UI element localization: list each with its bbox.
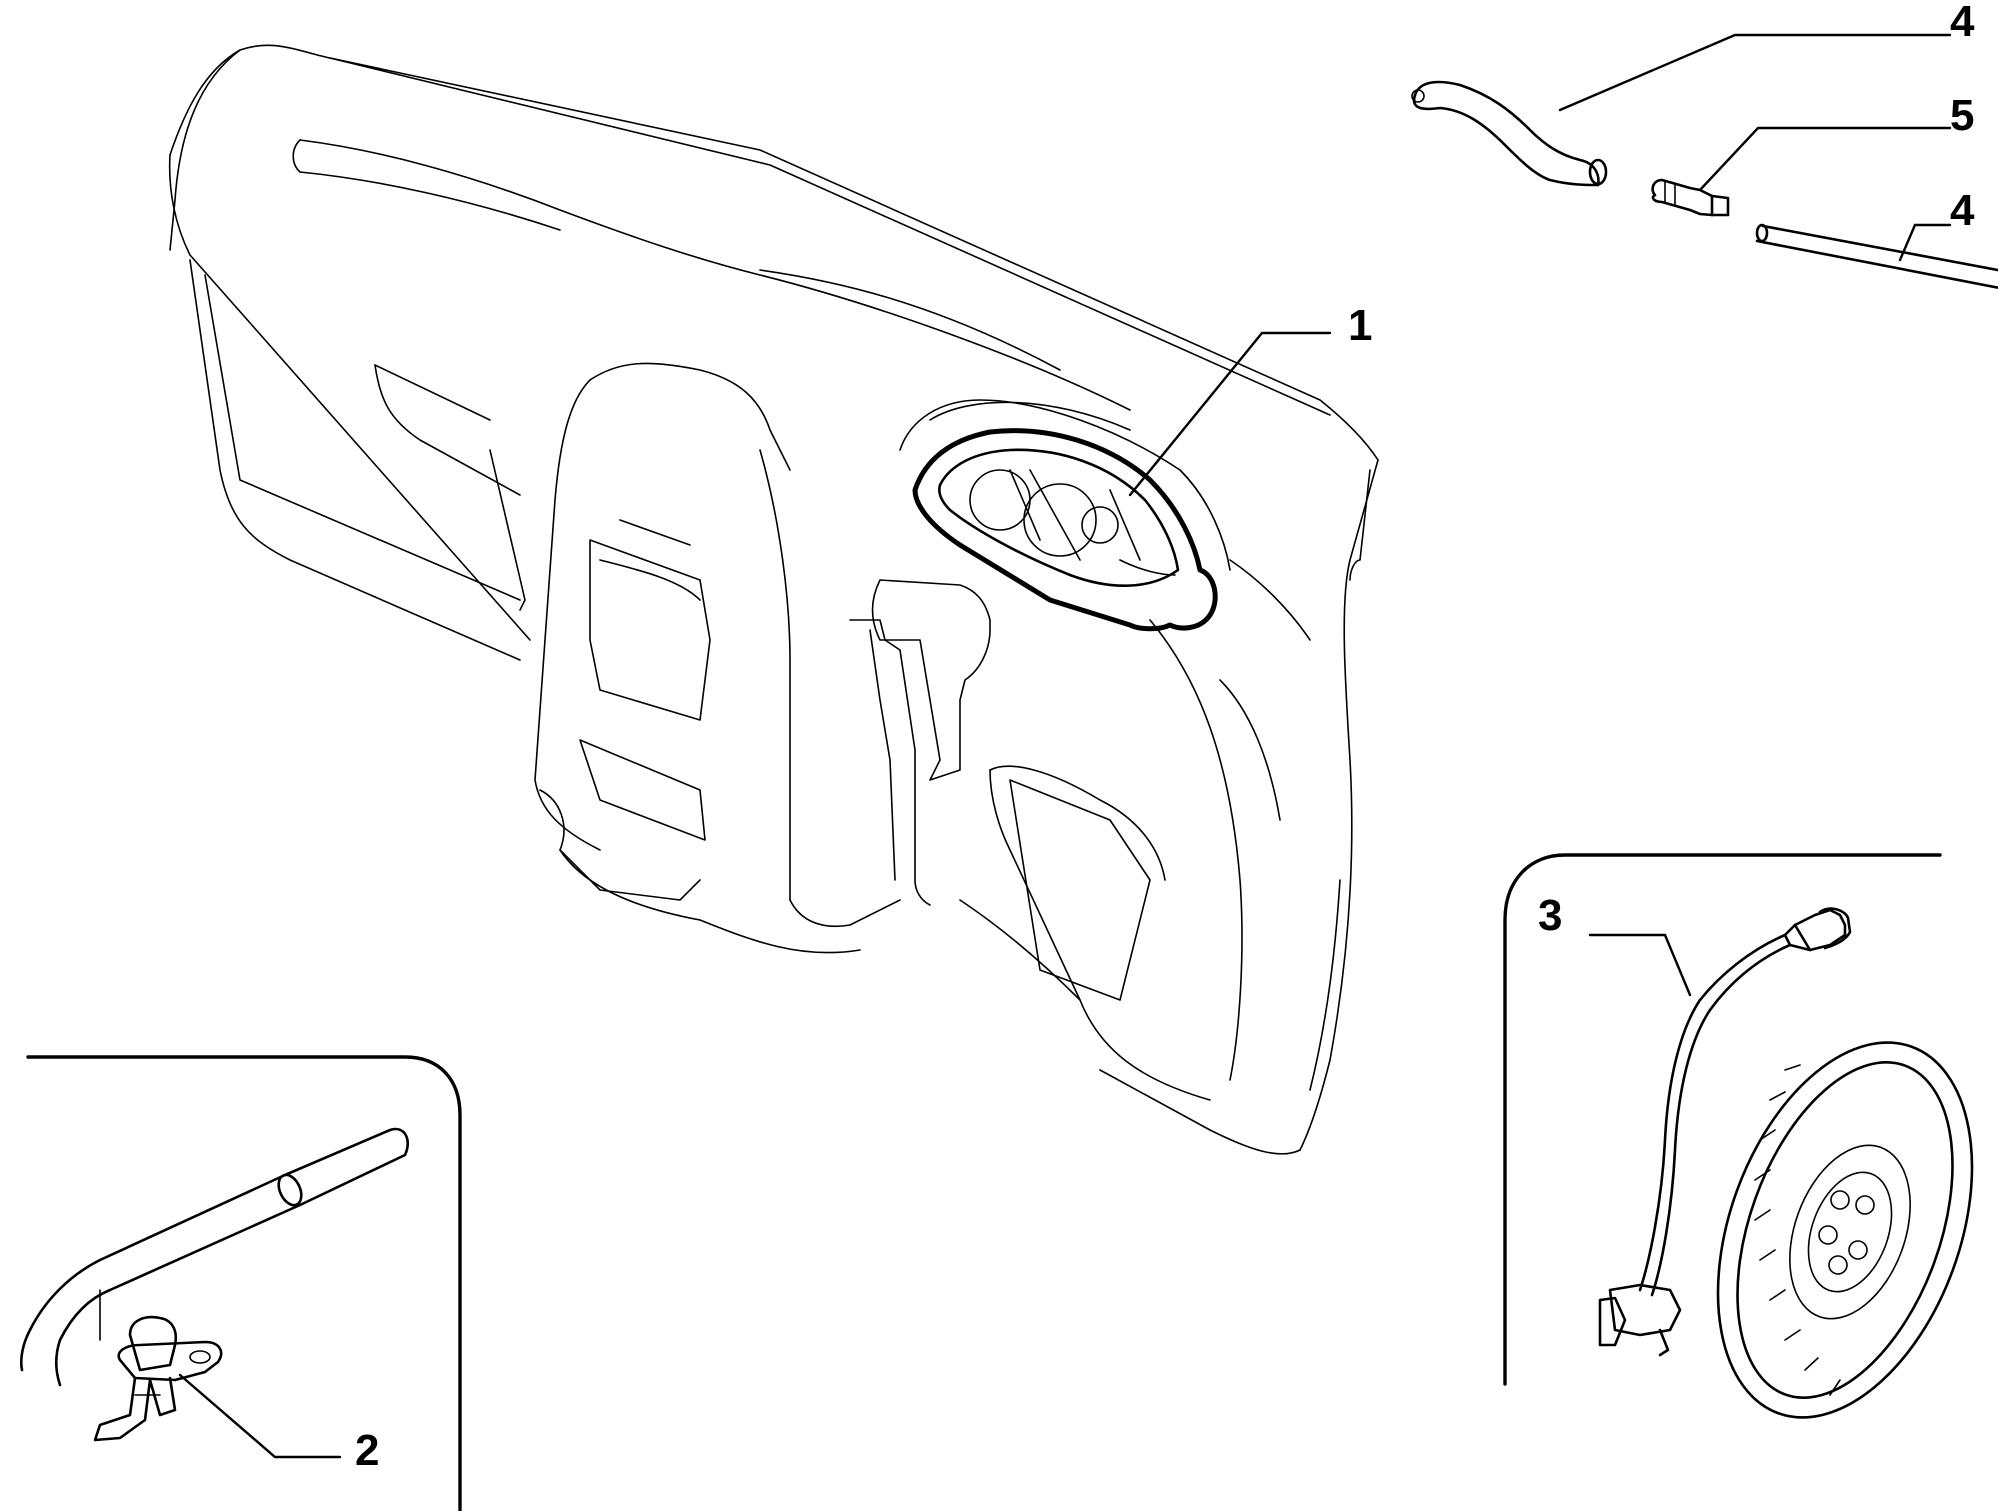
instrument-cluster bbox=[912, 428, 1218, 632]
callout-1: 1 bbox=[1348, 301, 1372, 350]
callout-4-right: 4 bbox=[1950, 186, 1975, 235]
leader-line-3 bbox=[1588, 933, 1692, 997]
callout-5: 5 bbox=[1950, 91, 1974, 140]
sensor-detail-panel bbox=[1503, 853, 1974, 1419]
leader-line-4b bbox=[1898, 223, 1952, 262]
leader-lines bbox=[178, 33, 1952, 1459]
leader-line-1 bbox=[1128, 331, 1332, 497]
callout-3: 3 bbox=[1538, 891, 1562, 940]
leader-line-2 bbox=[178, 1373, 342, 1459]
leader-line-5 bbox=[1698, 126, 1952, 192]
leader-line-4a bbox=[1558, 33, 1952, 112]
callout-4-top: 4 bbox=[1950, 0, 1975, 46]
callout-2: 2 bbox=[355, 1426, 379, 1475]
dashboard-drawing bbox=[168, 44, 1379, 1155]
speedometer-hose-parts bbox=[1411, 80, 1998, 289]
lever-detail-panel bbox=[19, 1055, 462, 1511]
